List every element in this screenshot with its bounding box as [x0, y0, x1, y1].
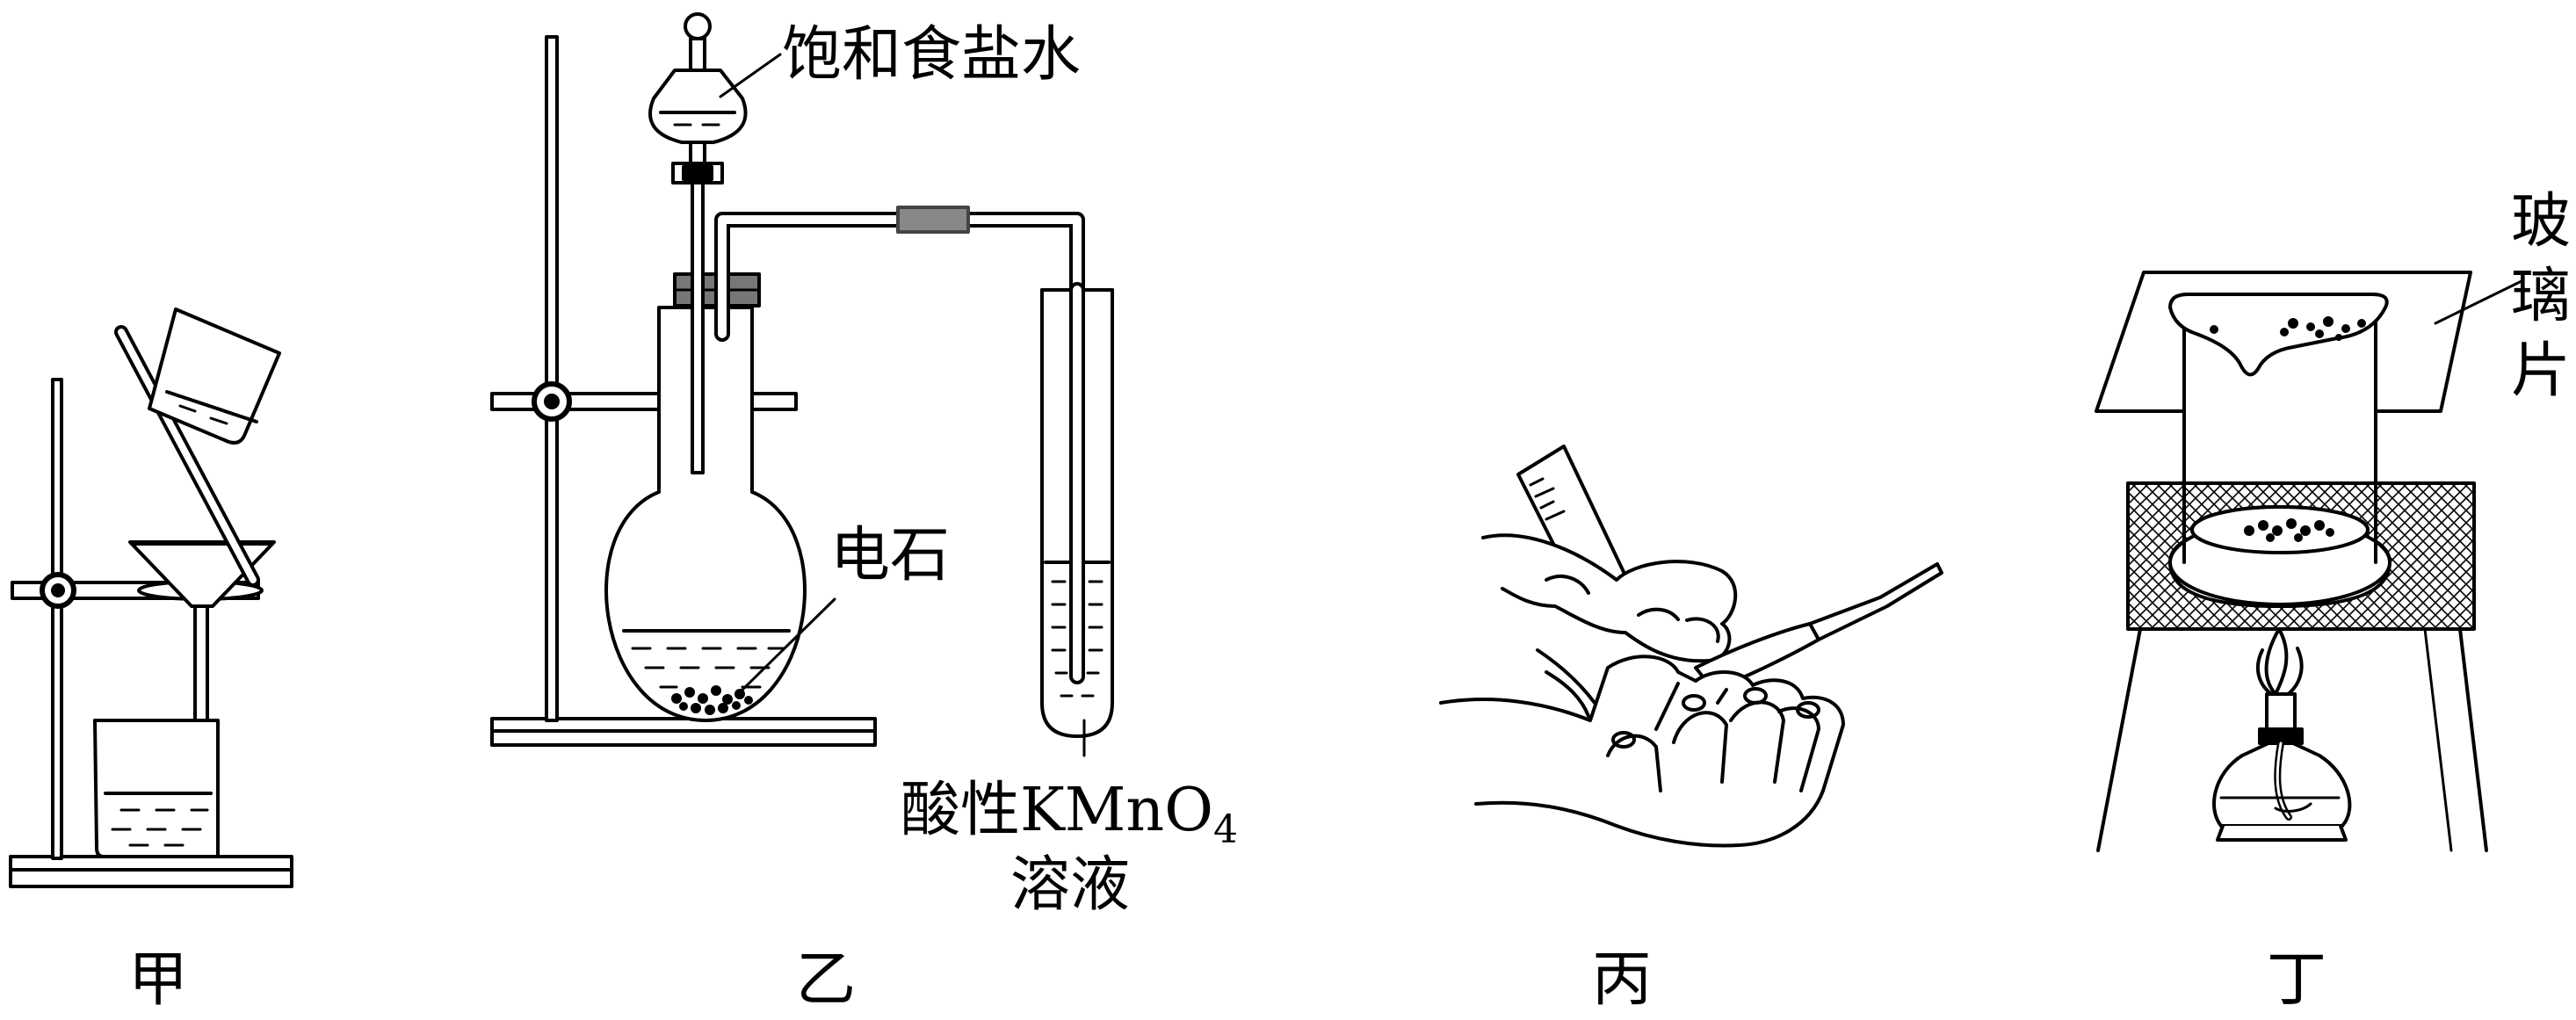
yi-funnel-stopper — [684, 12, 712, 40]
caption-ding: 丁 — [2267, 945, 2326, 1015]
yi-calcium-carbide-pieces — [671, 685, 753, 715]
yi-rubber-connector — [896, 206, 970, 234]
caption-jia: 甲 — [128, 945, 188, 1015]
ding-tripod-right-leg — [2458, 627, 2488, 852]
yi-leader-brine — [719, 53, 782, 98]
label-saturated-brine: 饱和食盐水 — [782, 20, 1081, 90]
yi-leader-carbide — [734, 597, 836, 698]
label-glass-sheet-1: 玻 — [2511, 187, 2571, 257]
yi-separatory-funnel — [648, 69, 748, 144]
label-solution: 溶液 — [1010, 850, 1130, 920]
ding-sublimate-particles — [2210, 316, 2366, 341]
label-glass-sheet-3: 片 — [2511, 336, 2571, 406]
panel-bing-hand-operation — [1439, 445, 1943, 848]
panel-ding-sublimation: 玻 璃 片 — [2095, 187, 2571, 852]
bing-dropper — [1694, 562, 1943, 691]
panel-yi-acetylene-setup: 饱和食盐水 电石 酸性KMnO4 溶液 — [490, 12, 1238, 920]
panel-jia-filtration — [9, 307, 293, 888]
label-acidic-kmno4: 酸性KMnO4 — [901, 776, 1238, 852]
yi-round-bottom-flask — [604, 490, 807, 722]
label-glass-sheet-2: 璃 — [2511, 262, 2571, 331]
yi-stand-rod — [545, 35, 559, 722]
jia-stand-rod — [51, 378, 63, 860]
bing-upper-hand — [1481, 533, 1738, 663]
jia-receiving-beaker — [93, 719, 220, 858]
caption-yi: 乙 — [796, 945, 856, 1015]
ding-leader-glass — [2434, 279, 2523, 325]
ding-tripod-left-leg — [2096, 627, 2142, 852]
ding-alcohol-lamp — [2212, 627, 2352, 842]
label-calcium-carbide: 电石 — [830, 521, 950, 590]
yi-flask-neck — [657, 306, 754, 496]
jia-pouring-beaker — [148, 307, 281, 445]
caption-bing: 丙 — [1592, 945, 1652, 1015]
bing-lower-hand — [1439, 655, 1845, 848]
